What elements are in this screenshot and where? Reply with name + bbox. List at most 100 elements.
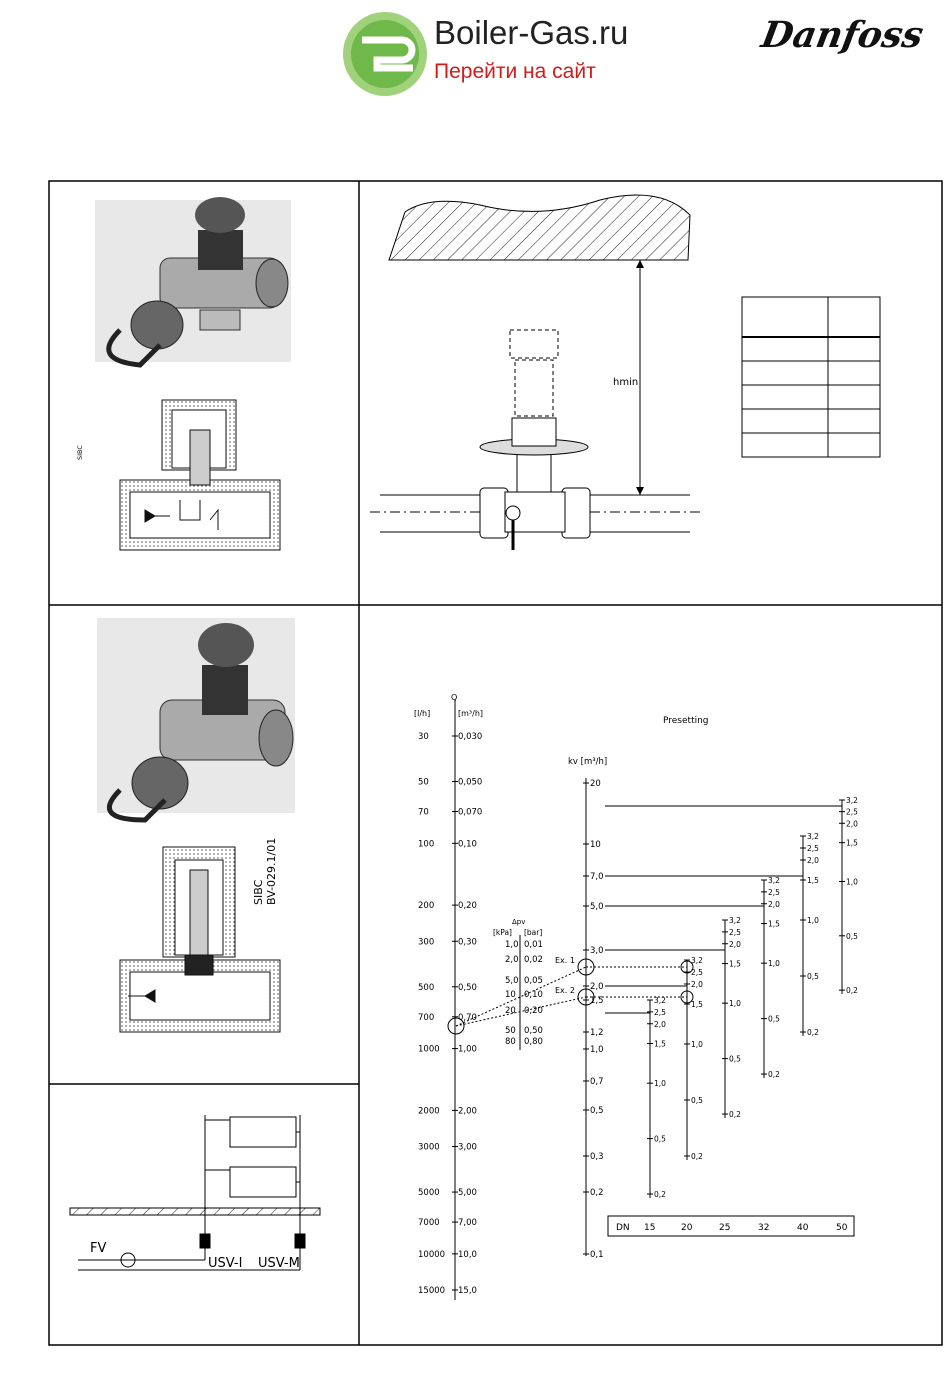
example-1-label: Ex. 1 <box>555 956 575 965</box>
preset-tick-dn32: 0,5 <box>768 1015 780 1024</box>
boiler-gas-logo[interactable] <box>340 10 430 98</box>
dp-kpa-tick: 1,0 <box>505 940 519 950</box>
dp-kpa-tick: 10 <box>505 990 516 1000</box>
presetting-label: Presetting <box>663 716 709 726</box>
preset-tick-dn15: 1,5 <box>654 1040 666 1049</box>
q-lh-tick: 100 <box>418 839 434 849</box>
preset-tick-dn20: 3,2 <box>691 956 703 965</box>
kv-tick: 1,0 <box>590 1045 604 1055</box>
preset-tick-dn15: 2,0 <box>654 1020 666 1029</box>
valve-photo-1 <box>95 197 291 368</box>
preset-tick-dn32: 1,0 <box>768 959 780 968</box>
preset-tick-dn15: 2,5 <box>654 1008 666 1017</box>
kpa-unit-label: [kPa] <box>493 928 512 937</box>
q-m3h-tick: 0,10 <box>458 839 477 849</box>
preset-tick-dn50: 1,5 <box>846 839 858 848</box>
q-m3h-tick: 0,70 <box>458 1013 477 1023</box>
preset-tick-dn20: 2,0 <box>691 980 703 989</box>
q-lh-tick: 500 <box>418 983 434 993</box>
dp-bar-tick: 0,01 <box>524 940 543 950</box>
dp-kpa-tick: 50 <box>505 1026 516 1036</box>
preset-tick-dn25: 0,2 <box>729 1110 741 1119</box>
kv-tick: 3,0 <box>590 946 604 956</box>
preset-tick-dn25: 1,5 <box>729 960 741 969</box>
preset-tick-dn50: 0,2 <box>846 986 858 995</box>
q-lh-tick: 3000 <box>418 1143 440 1153</box>
site-link[interactable]: Перейти на сайт <box>434 60 596 83</box>
q-lh-tick: 70 <box>418 808 429 818</box>
q-m3h-tick: 0,50 <box>458 983 477 993</box>
q-lh-tick: 15000 <box>418 1286 445 1296</box>
example-2-label: Ex. 2 <box>555 986 575 995</box>
dn-label: DN <box>616 1223 630 1233</box>
preset-tick-dn32: 3,2 <box>768 876 780 885</box>
section-drawing-1 <box>119 399 281 551</box>
kv-tick: 0,2 <box>590 1188 604 1198</box>
preset-tick-dn15: 1,0 <box>654 1079 666 1088</box>
preset-tick-dn50: 2,0 <box>846 819 858 828</box>
q-lh-tick: 2000 <box>418 1106 440 1116</box>
preset-tick-dn40: 3,2 <box>807 832 819 841</box>
example-1-line <box>455 966 587 1027</box>
kv-tick: 1,2 <box>590 1028 604 1038</box>
q-lh-tick: 7000 <box>418 1218 440 1228</box>
preset-tick-dn15: 0,5 <box>654 1135 666 1144</box>
q-m3h-tick: 7,00 <box>458 1218 477 1228</box>
preset-tick-dn20: 0,2 <box>691 1152 703 1161</box>
m3h-unit-label: [m³/h] <box>458 709 483 718</box>
dn-tick: 50 <box>836 1223 848 1233</box>
q-m3h-tick: 0,20 <box>458 901 477 911</box>
q-m3h-tick: 0,30 <box>458 937 477 947</box>
kv-tick: 0,5 <box>590 1106 604 1116</box>
preset-tick-dn40: 2,5 <box>807 844 819 853</box>
kv-tick: 2,0 <box>590 982 604 992</box>
kv-tick: 7,0 <box>590 872 604 882</box>
preset-tick-dn50: 1,0 <box>846 877 858 886</box>
example-q-circle <box>447 1017 465 1035</box>
dp-bar-tick: 0,02 <box>524 955 543 965</box>
boiler-gas-logo-icon <box>343 12 427 96</box>
drawing-code-2a: SIBC <box>252 879 265 905</box>
preset-tick-dn50: 2,5 <box>846 808 858 817</box>
q-lh-tick: 200 <box>418 901 434 911</box>
q-m3h-tick: 0,070 <box>458 808 482 818</box>
dp-bar-tick: 0,50 <box>524 1026 543 1036</box>
hmin-label: hmin <box>613 377 638 388</box>
preset-tick-dn15: 0,2 <box>654 1190 666 1199</box>
valve-photo-2 <box>97 618 295 823</box>
bar-unit-label: [bar] <box>524 928 542 937</box>
q-m3h-tick: 1,00 <box>458 1045 477 1055</box>
preset-tick-dn25: 2,5 <box>729 928 741 937</box>
dn-tick: 32 <box>758 1223 769 1233</box>
dn-tick: 40 <box>797 1223 809 1233</box>
preset-tick-dn32: 2,0 <box>768 900 780 909</box>
dn-tick: 25 <box>719 1223 730 1233</box>
preset-tick-dn40: 0,5 <box>807 972 819 981</box>
example-2-preset-circle <box>680 990 694 1004</box>
dp-kpa-tick: 5,0 <box>505 976 519 986</box>
q-axis-label: Q <box>451 693 457 702</box>
system-schematic <box>69 1115 321 1271</box>
preset-tick-dn32: 0,2 <box>768 1070 780 1079</box>
usv-i-label: USV-I <box>208 1256 242 1271</box>
dp-bar-tick: 0,05 <box>524 976 543 986</box>
dp-kpa-tick: 2,0 <box>505 955 519 965</box>
site-name[interactable]: Boiler-Gas.ru <box>434 14 629 51</box>
dimension-table <box>741 296 881 458</box>
dp-bar-tick: 0,20 <box>524 1006 543 1016</box>
kv-tick: 0,7 <box>590 1077 604 1087</box>
preset-tick-dn25: 0,5 <box>729 1055 741 1064</box>
kv-tick: 20 <box>590 779 601 789</box>
kv-tick: 1,5 <box>590 996 604 1006</box>
fv-label: FV <box>90 1241 106 1256</box>
kv-tick: 10 <box>590 840 601 850</box>
q-lh-tick: 300 <box>418 937 434 947</box>
drawing-code-1: SIBC <box>76 445 84 460</box>
preset-tick-dn40: 1,5 <box>807 876 819 885</box>
q-lh-tick: 700 <box>418 1013 434 1023</box>
preset-tick-dn40: 0,2 <box>807 1028 819 1037</box>
kv-axis-label: kv [m³/h] <box>568 757 607 767</box>
preset-tick-dn50: 3,2 <box>846 796 858 805</box>
